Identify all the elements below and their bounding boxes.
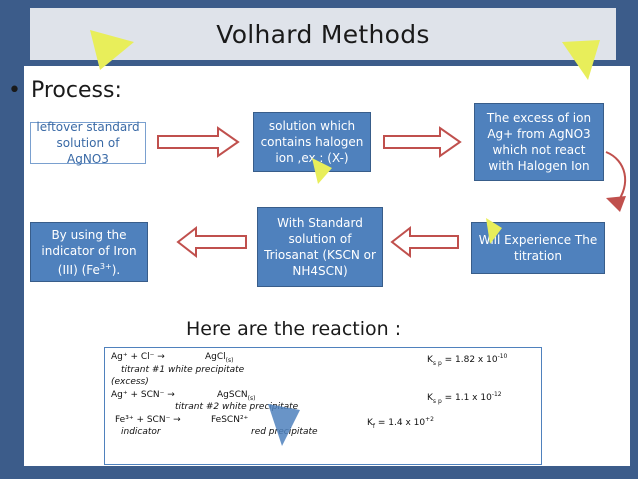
arrow-right-2 [383,126,462,158]
step-box-titration: Will Experience The titration [471,222,605,274]
indicator-text-end: ). [111,262,121,277]
triangle-decoration [312,158,332,184]
reaction-line-3: (excess) [111,377,149,387]
reaction-box: Ag⁺ + Cl⁻ → AgCl(s) Ks p = 1.82 x 10-10 … [104,347,542,465]
indicator-superscript: 3+ [99,261,112,271]
arrow-left-2 [176,225,247,259]
reaction-line-5: titrant #2 white precipitate [175,402,299,412]
reaction-line-1: Ag⁺ + Cl⁻ → AgCl(s) Ks p = 1.82 x 10-10 [111,352,508,367]
arrow-curved-down [605,151,626,205]
triangle-decoration [562,40,600,80]
arrow-curved-down-head [606,196,626,212]
indicator-text: By using the indicator of Iron (III) (Fe [41,227,137,277]
reaction-heading: Here are the reaction : [186,318,402,340]
process-bullet: • Process: [8,78,122,103]
reaction-line-2: titrant #1 white precipitate [121,364,245,375]
reaction-line-6: Fe³⁺ + SCN⁻ → FeSCN²⁺ Kf = 1.4 x 10+2 [115,414,434,430]
slide-title: Volhard Methods [216,19,430,49]
triangle-decoration [486,218,502,244]
step-box-halogen-solution: solution which contains halogen ion ,ex … [253,112,371,172]
triangle-decoration [268,404,300,446]
step-box-leftover-agno3: leftover standard solution of AgNO3 [30,120,146,166]
reaction-line-4: Ag⁺ + SCN⁻ → AgSCN(s) Ks p = 1.1 x 10-12 [111,389,502,405]
left-band [0,0,24,479]
title-bar: Volhard Methods [30,8,616,60]
step-box-iron-indicator: By using the indicator of Iron (III) (Fe… [30,222,148,282]
arrow-left-1 [390,225,459,259]
bottom-band [0,466,638,479]
triangle-decoration [90,30,134,70]
right-band [630,0,638,479]
arrow-right-1 [157,126,240,158]
process-label: Process: [30,78,122,103]
step-box-excess-ag: The excess of ion Ag+ from AgNO3 which n… [474,103,604,181]
bullet-dot: • [8,78,21,103]
step-box-standard-solution: With Standard solution of Triosanat (KSC… [257,207,383,287]
